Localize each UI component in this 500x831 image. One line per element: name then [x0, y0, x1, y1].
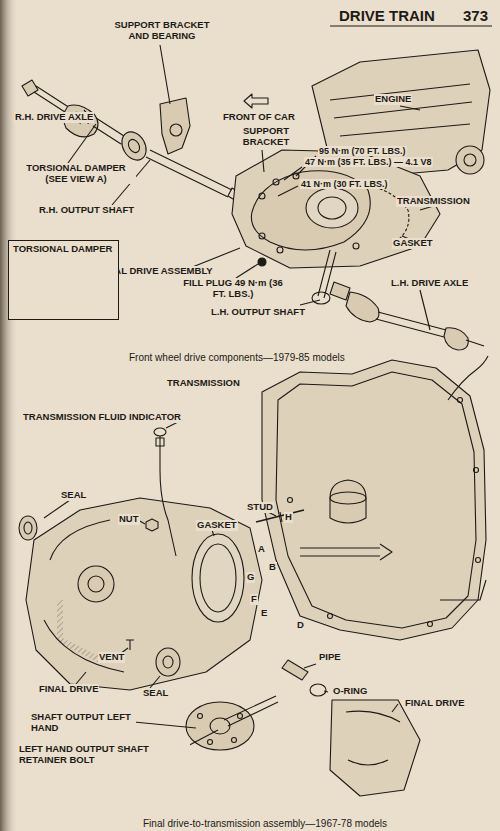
part-name: L.H. DRIVE AXLE	[390, 278, 469, 289]
part-name: FINAL DRIVE	[404, 698, 465, 709]
part-name: VENT	[98, 652, 125, 663]
part-name: L.H. OUTPUT SHAFT	[210, 307, 306, 318]
callout-letter: B	[268, 562, 277, 573]
torque-spec: 41 N·m (30 FT. LBS.)	[300, 179, 389, 189]
figure-caption: Front wheel drive components—1979-85 mod…	[128, 352, 346, 363]
part-name: TRANSMISSION	[396, 196, 471, 207]
figure-caption: Final drive-to-transmission assembly—196…	[142, 818, 388, 829]
inset-box: TORSIONAL DAMPER	[8, 240, 119, 320]
part-name: SEAL	[60, 490, 87, 501]
part-name: ENGINE	[374, 94, 412, 105]
header-rule	[330, 26, 492, 27]
part-name: LEFT HAND OUTPUT SHAFT RETAINER BOLT	[18, 744, 190, 765]
part-name: R.H. DRIVE AXLE	[14, 112, 94, 123]
callout-letter: F	[250, 594, 258, 605]
part-name: PIPE	[318, 652, 342, 663]
part-name: SEAL	[142, 688, 169, 699]
final-drive-drawing	[19, 356, 488, 796]
part-name: R.H. OUTPUT SHAFT	[38, 205, 135, 216]
part-name: SUPPORT BRACKET	[234, 126, 298, 147]
part-name: SUPPORT BRACKET AND BEARING	[112, 20, 212, 41]
callout-letter: G	[246, 572, 255, 583]
callout-letter: H	[284, 512, 293, 523]
part-name: TORSIONAL DAMPER (SEE VIEW A)	[16, 163, 136, 184]
torque-spec: FILL PLUG 49 N·m (36 FT. LBS.)	[176, 278, 290, 299]
part-name: NUT	[118, 514, 140, 525]
torque-spec: 47 N·m (35 FT. LBS.) — 4.1 V8	[304, 157, 433, 167]
page-gutter	[0, 0, 18, 831]
part-name: FINAL DRIVE	[38, 684, 99, 695]
direction-label: FRONT OF CAR	[222, 112, 296, 123]
part-name: STUD	[246, 502, 274, 513]
part-name: TRANSMISSION	[166, 378, 241, 389]
part-name: O-RING	[332, 686, 368, 697]
torque-spec: 95 N·m (70 FT. LBS.)	[318, 146, 407, 156]
callout-letter: D	[296, 620, 305, 631]
callout-letter: E	[260, 608, 268, 619]
inset-title: TORSIONAL DAMPER	[9, 241, 118, 258]
part-name: TRANSMISSION FLUID INDICATOR	[22, 412, 182, 423]
part-name: GASKET	[196, 520, 238, 531]
part-name: SHAFT OUTPUT LEFT HAND	[30, 712, 136, 733]
running-head: DRIVE TRAIN	[338, 8, 436, 25]
callout-letter: A	[257, 544, 266, 555]
page-number: 373	[462, 8, 489, 25]
part-name: GASKET	[392, 238, 434, 249]
